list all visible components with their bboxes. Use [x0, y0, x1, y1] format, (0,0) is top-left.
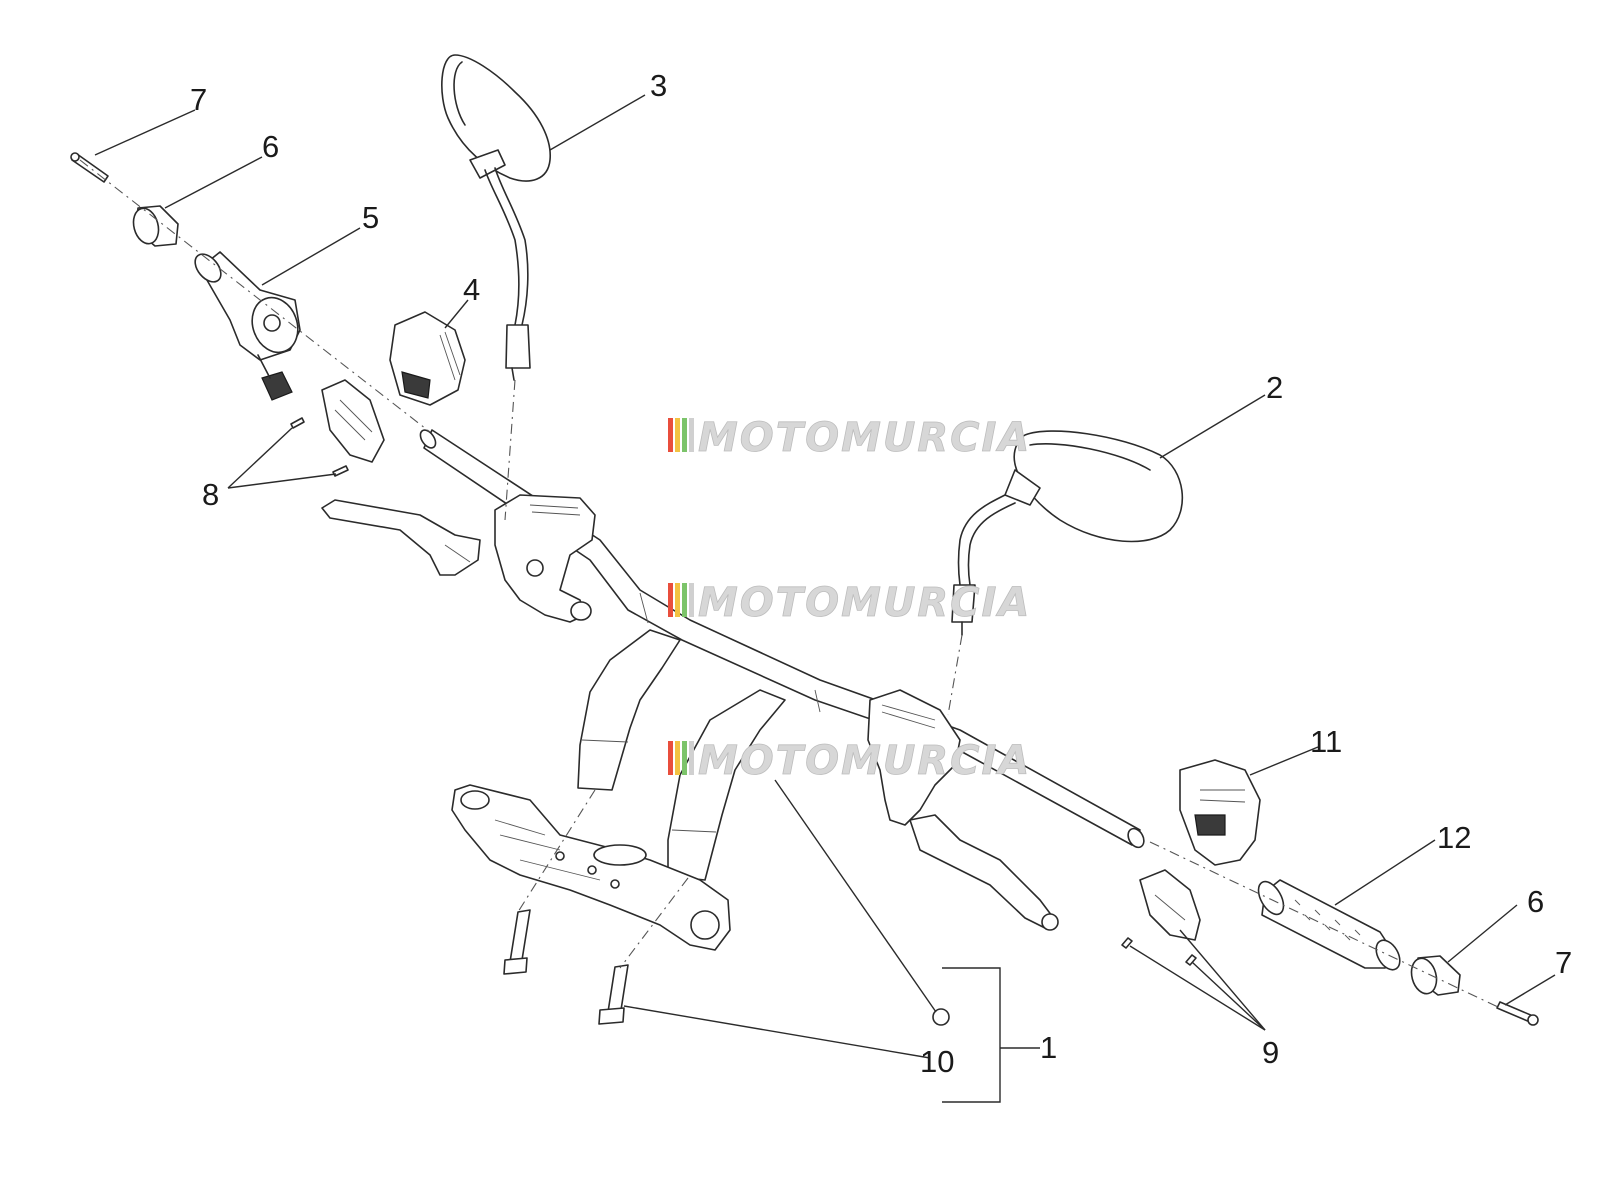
- switch-housing-left: [389, 311, 466, 406]
- mirror-left: [441, 54, 551, 381]
- throttle-grip: [194, 251, 301, 401]
- watermark-stripe: [675, 741, 680, 775]
- callout-8: 8: [202, 477, 219, 512]
- handlebar-mount-bracket: [451, 784, 731, 951]
- grip-right: [1257, 879, 1401, 971]
- watermark-middle: MOTOMURCIA: [668, 580, 1031, 626]
- callout-3: 3: [650, 68, 667, 103]
- watermark-stripe: [668, 418, 673, 452]
- bar-end-bolt-right: [1496, 1001, 1539, 1026]
- callout-12: 12: [1437, 820, 1471, 855]
- callout-labels: 7 6 5 4 3 2 8 11 12 6 7 1 10 9: [190, 68, 1572, 1079]
- watermark-stripe: [682, 741, 687, 775]
- watermark-text: MOTOMURCIA: [698, 415, 1031, 461]
- screw-9-right: [1185, 954, 1197, 966]
- callout-1: 1: [1040, 1030, 1057, 1065]
- front-brake-master-cylinder: [494, 494, 596, 623]
- callout-7-left: 7: [190, 82, 207, 117]
- callout-5: 5: [362, 200, 379, 235]
- callout-6-right: 6: [1527, 884, 1544, 919]
- callout-10: 10: [920, 1044, 954, 1079]
- callout-9: 9: [1262, 1035, 1279, 1070]
- handlebar-riser-left: [577, 629, 681, 791]
- watermark-stripe: [668, 741, 673, 775]
- switch-housing-right-lower: [1139, 869, 1201, 941]
- mount-bolt-right: [598, 964, 629, 1025]
- handlebar: [419, 429, 1145, 849]
- watermark-stripe: [675, 583, 680, 617]
- watermark: MOTOMURCIA MOTOMURCIA MOTOMURCIA: [668, 415, 1031, 784]
- callout-6-left: 6: [262, 129, 279, 164]
- callout-4: 4: [463, 272, 480, 307]
- leader-lines: [94, 94, 1556, 1103]
- mount-bolt-left: [503, 909, 531, 975]
- screw-8-upper: [290, 417, 305, 429]
- front-brake-lever: [321, 499, 481, 576]
- watermark-text: MOTOMURCIA: [698, 738, 1031, 784]
- watermark-stripe: [675, 418, 680, 452]
- callout-7-right: 7: [1555, 945, 1572, 980]
- washer: [932, 1008, 950, 1026]
- mirror-right: [951, 430, 1184, 636]
- watermark-stripe: [682, 418, 687, 452]
- screw-9-left: [1121, 937, 1133, 949]
- watermark-bottom: MOTOMURCIA: [668, 738, 1031, 784]
- watermark-top: MOTOMURCIA: [668, 415, 1031, 461]
- watermark-stripe: [689, 418, 694, 452]
- bar-end-weight-left: [132, 205, 179, 247]
- bar-end-weight-right: [1410, 955, 1461, 996]
- watermark-stripe: [668, 583, 673, 617]
- watermark-text: MOTOMURCIA: [698, 580, 1031, 626]
- watermark-stripe: [689, 741, 694, 775]
- callout-11: 11: [1310, 724, 1342, 759]
- watermark-stripe: [682, 583, 687, 617]
- watermark-stripe: [689, 583, 694, 617]
- clutch-lever: [909, 814, 1059, 931]
- handlebar-riser-right: [667, 689, 786, 881]
- assembly-axis-lines: [79, 159, 1501, 1009]
- switch-housing-right: [1179, 759, 1261, 866]
- switch-housing-left-lower: [321, 379, 385, 463]
- callout-2: 2: [1266, 370, 1283, 405]
